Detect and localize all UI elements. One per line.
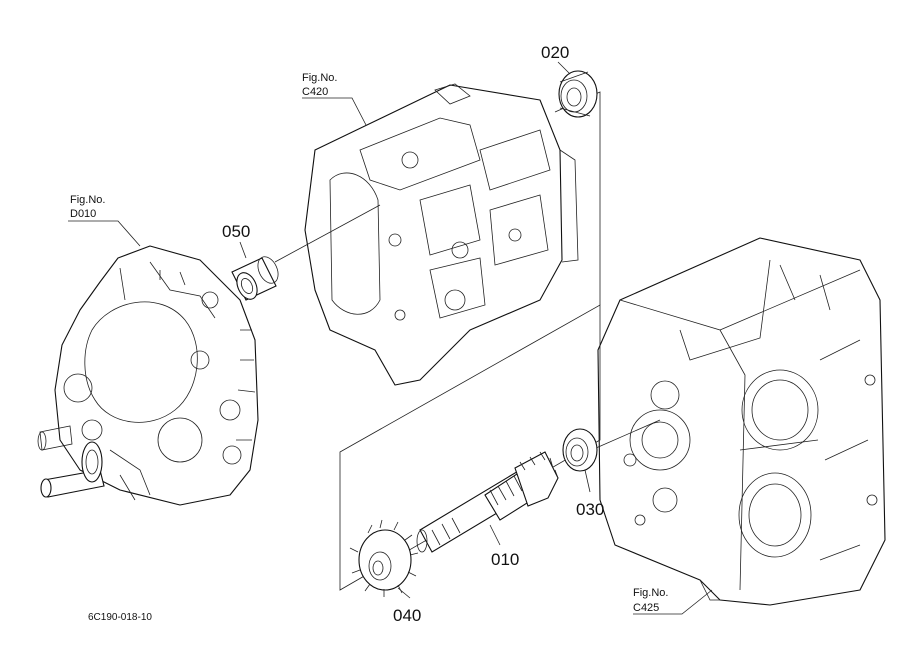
callout-030: 030 bbox=[576, 500, 604, 519]
fig-ref-c425-line1: Fig.No. bbox=[633, 587, 668, 599]
callout-020: 020 bbox=[541, 43, 569, 62]
fig-ref-c425-line2: C425 bbox=[633, 602, 659, 614]
housing-c425 bbox=[597, 237, 886, 606]
drawing-code: 6C190-018-10 bbox=[88, 612, 152, 623]
leader-lines bbox=[68, 61, 713, 615]
bushing-050 bbox=[231, 256, 279, 301]
gear-040 bbox=[349, 519, 419, 597]
callout-040: 040 bbox=[393, 606, 421, 625]
fig-ref-d010-line1: Fig.No. bbox=[70, 194, 105, 206]
callout-050: 050 bbox=[222, 222, 250, 241]
shaft-010 bbox=[416, 451, 559, 553]
callout-010: 010 bbox=[491, 550, 519, 569]
housing-c420 bbox=[304, 83, 579, 386]
bearing-030 bbox=[562, 428, 598, 472]
fig-ref-c420-line1: Fig.No. bbox=[302, 72, 337, 84]
housing-d010 bbox=[37, 245, 259, 506]
fig-ref-d010-line2: D010 bbox=[70, 208, 96, 220]
fig-ref-c420-line2: C420 bbox=[302, 86, 328, 98]
bearing-020 bbox=[558, 70, 598, 118]
